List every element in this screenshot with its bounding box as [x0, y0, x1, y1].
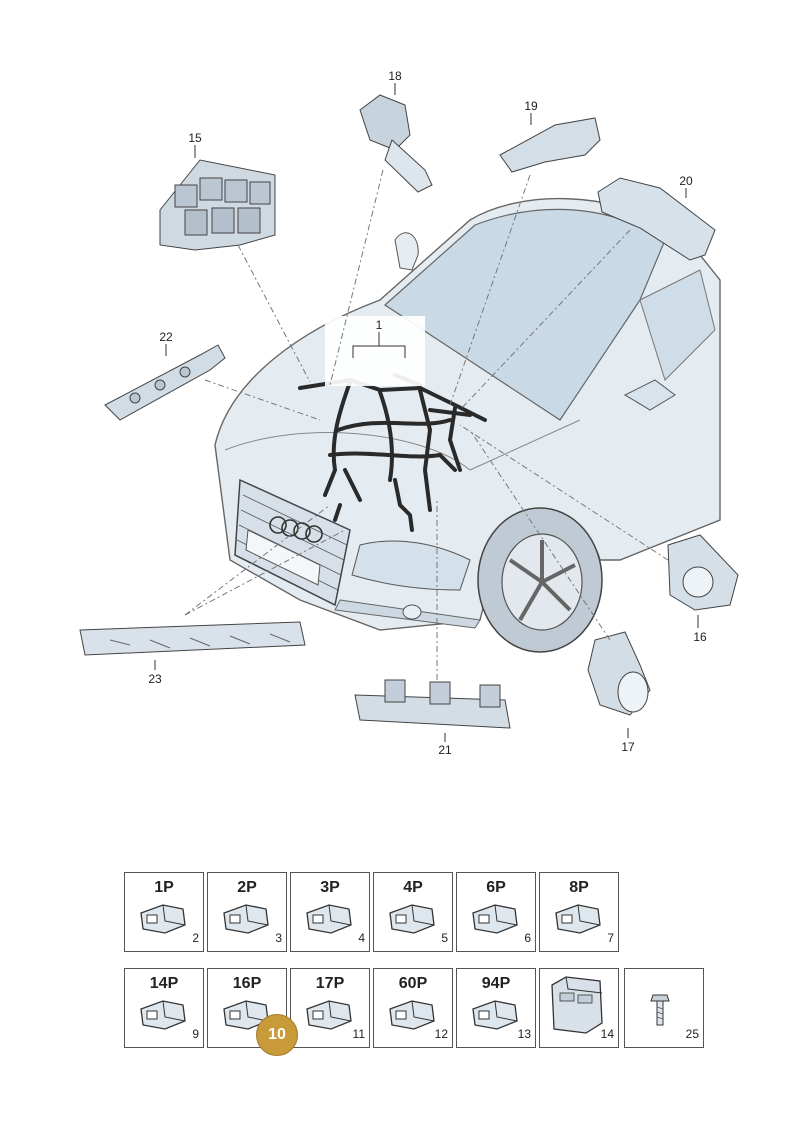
connector-part-number: 7	[607, 931, 614, 945]
bolt-icon	[650, 994, 670, 1026]
connector-code: 3P	[320, 879, 340, 896]
connector-housing-icon	[306, 1000, 352, 1030]
connector-code: 94P	[481, 975, 511, 992]
callout-20: 20	[679, 174, 693, 188]
connector-part-number: 4	[358, 931, 365, 945]
connector-part-number: 12	[434, 1027, 448, 1041]
connector-code: 2P	[237, 879, 257, 896]
control-unit-housing-icon	[551, 976, 603, 1034]
connector-part-number: 9	[192, 1027, 199, 1041]
loom-part-23	[79, 621, 306, 656]
sensor-part	[359, 94, 433, 193]
callout-15: 15	[188, 131, 202, 145]
connector-housing-icon	[472, 904, 518, 934]
callout-19: 19	[524, 99, 538, 113]
callout-ticks	[154, 83, 699, 742]
bracket-part-19	[499, 117, 601, 173]
connector-part-number: 3	[275, 931, 282, 945]
car-illustration	[214, 197, 721, 653]
connector-housing-icon	[140, 1000, 186, 1030]
connector-cell-3p: 3P 4	[290, 872, 370, 952]
connector-code: 17P	[315, 975, 345, 992]
connector-code: 8P	[569, 879, 589, 896]
connector-cell-bolt-25: 25	[624, 968, 704, 1048]
connector-code: 16P	[232, 975, 262, 992]
connector-part-number: 14	[600, 1027, 614, 1041]
connector-housing-icon	[389, 904, 435, 934]
connector-cell-17p: 17P 11	[290, 968, 370, 1048]
connector-cell-housing-14: 14	[539, 968, 619, 1048]
connector-housing-icon	[306, 904, 352, 934]
connector-cell-8p: 8P 7	[539, 872, 619, 952]
connector-code: 1P	[154, 879, 174, 896]
connector-code: 14P	[149, 975, 179, 992]
connector-cell-2p: 2P 3	[207, 872, 287, 952]
callout-18: 18	[388, 69, 402, 83]
connector-housing-icon	[140, 904, 186, 934]
callout-23: 23	[148, 672, 162, 686]
connector-cell-4p: 4P 5	[373, 872, 453, 952]
callout-16: 16	[693, 630, 707, 644]
connector-code: 60P	[398, 975, 428, 992]
connector-cell-14p: 14P 9	[124, 968, 204, 1048]
connector-strip-part-21	[354, 679, 511, 729]
callout-22: 22	[159, 330, 173, 344]
connector-housing-icon	[555, 904, 601, 934]
bracket-part-16	[667, 534, 739, 611]
highlight-badge[interactable]: 10	[256, 1014, 298, 1056]
connector-cell-94p: 94P 13	[456, 968, 536, 1048]
callout-17: 17	[621, 740, 635, 754]
leader-lines	[184, 169, 669, 680]
connector-cell-60p: 60P 12	[373, 968, 453, 1048]
callout-1: 1	[376, 318, 383, 332]
rail-part-22	[104, 344, 226, 421]
cover-part-20	[597, 177, 716, 261]
connector-part-number: 13	[517, 1027, 531, 1041]
connector-housing-icon	[223, 904, 269, 934]
connector-part-number: 25	[685, 1027, 699, 1041]
connector-part-number: 6	[524, 931, 531, 945]
wiring-harness	[298, 373, 487, 532]
connector-part-number: 2	[192, 931, 199, 945]
connector-housing-icon	[472, 1000, 518, 1030]
connector-housing-icon	[389, 1000, 435, 1030]
connector-code: 4P	[403, 879, 423, 896]
connector-code: 6P	[486, 879, 506, 896]
connector-part-number: 11	[352, 1027, 365, 1041]
connector-part-number: 5	[441, 931, 448, 945]
connector-cell-6p: 6P 6	[456, 872, 536, 952]
four-rings-icon	[269, 516, 323, 543]
callout-21: 21	[438, 743, 452, 757]
duct-part-17	[587, 631, 651, 716]
relay-box-part	[159, 159, 276, 251]
connector-cell-1p: 1P 2	[124, 872, 204, 952]
